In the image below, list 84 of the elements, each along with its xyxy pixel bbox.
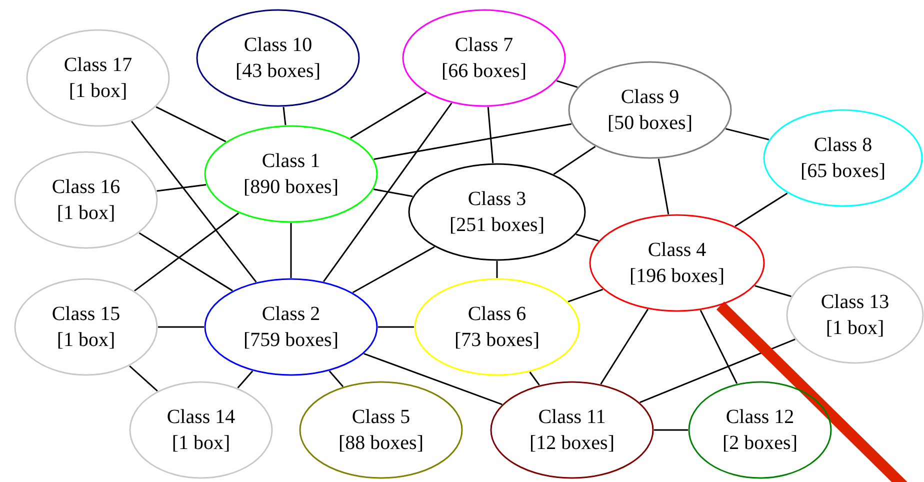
connector-line [700, 310, 738, 384]
connector-line [576, 234, 599, 242]
connector-line [529, 372, 540, 386]
box-count: [1 box] [56, 328, 116, 353]
class-name: Class 13 [820, 290, 890, 315]
class-name: Class 10 [244, 33, 312, 58]
connector-line [282, 106, 286, 126]
class-ellipse [414, 278, 580, 376]
connector-line [658, 158, 670, 214]
connector-line [487, 106, 494, 164]
connector-line [556, 80, 578, 88]
box-count: [65 boxes] [800, 159, 886, 184]
class-ellipse [568, 61, 732, 159]
class-name: Class 17 [64, 53, 132, 78]
connector-line [734, 192, 788, 227]
class-ellipse [26, 29, 170, 127]
class-name: Class 8 [814, 133, 872, 158]
class-ellipse [589, 214, 765, 312]
connector-line [754, 285, 792, 298]
class-name: Class 7 [454, 33, 514, 58]
class-ellipse [204, 125, 378, 223]
class-ellipse [688, 381, 832, 479]
class-name: Class 16 [52, 175, 120, 200]
connector-line [726, 128, 770, 140]
class-ellipse [14, 151, 158, 249]
box-count: [1 box] [172, 431, 230, 456]
connector-line [237, 370, 254, 388]
class-name: Class 11 [538, 405, 606, 430]
connector-line [496, 261, 498, 278]
box-count: [73 boxes] [454, 328, 540, 353]
class-ellipse [299, 381, 463, 479]
box-count: [88 boxes] [338, 431, 424, 456]
class-ellipse [490, 381, 654, 479]
class-name: Class 9 [620, 85, 680, 110]
connector-line [553, 146, 596, 175]
connector-line [138, 232, 233, 292]
box-count: [1 box] [56, 201, 116, 226]
connector-line [323, 102, 452, 282]
connector-line [290, 223, 292, 278]
box-count: [196 boxes] [630, 264, 724, 289]
box-count: [1 box] [68, 79, 128, 104]
box-count: [1 box] [826, 316, 884, 341]
connector-line [328, 370, 344, 388]
box-count: [251 boxes] [450, 213, 544, 238]
class-ellipse [402, 9, 566, 107]
connector-line [364, 353, 502, 406]
connector-line [374, 123, 572, 160]
class-name: Class 2 [262, 302, 320, 327]
box-count: [2 boxes] [722, 431, 798, 456]
class-ellipse [786, 266, 924, 364]
class-name: Class 6 [468, 302, 526, 327]
connector-line [134, 212, 240, 292]
connector-line [158, 326, 204, 328]
class-name: Class 12 [726, 405, 794, 430]
class-name: Class 15 [52, 302, 120, 327]
connector-line [350, 92, 427, 139]
connector-line [156, 184, 206, 192]
class-ellipse [204, 278, 378, 376]
box-count: [12 boxes] [530, 431, 614, 456]
connector-line [129, 365, 158, 392]
connector-line [600, 308, 649, 384]
connector-line [568, 288, 604, 302]
connector-line [640, 338, 796, 404]
connector-line [352, 246, 435, 294]
class-ellipse [196, 9, 360, 107]
connector-line [156, 106, 226, 142]
connector-line [374, 188, 413, 198]
class-ellipse [408, 163, 586, 261]
connector-line [378, 326, 414, 328]
box-count: [890 boxes] [244, 175, 338, 200]
box-count: [66 boxes] [442, 59, 526, 84]
class-name: Class 3 [468, 187, 526, 212]
class-name: Class 1 [262, 149, 320, 174]
class-ellipse [14, 278, 158, 376]
connector-line [654, 429, 688, 431]
box-count: [43 boxes] [236, 59, 320, 84]
class-ellipse [129, 381, 273, 479]
class-name: Class 5 [352, 405, 410, 430]
box-count: [759 boxes] [244, 328, 338, 353]
class-name: Class 14 [166, 405, 236, 430]
class-ellipse [763, 109, 923, 207]
class-name: Class 4 [648, 238, 706, 263]
connector-line [131, 120, 257, 283]
box-count: [50 boxes] [608, 111, 692, 136]
